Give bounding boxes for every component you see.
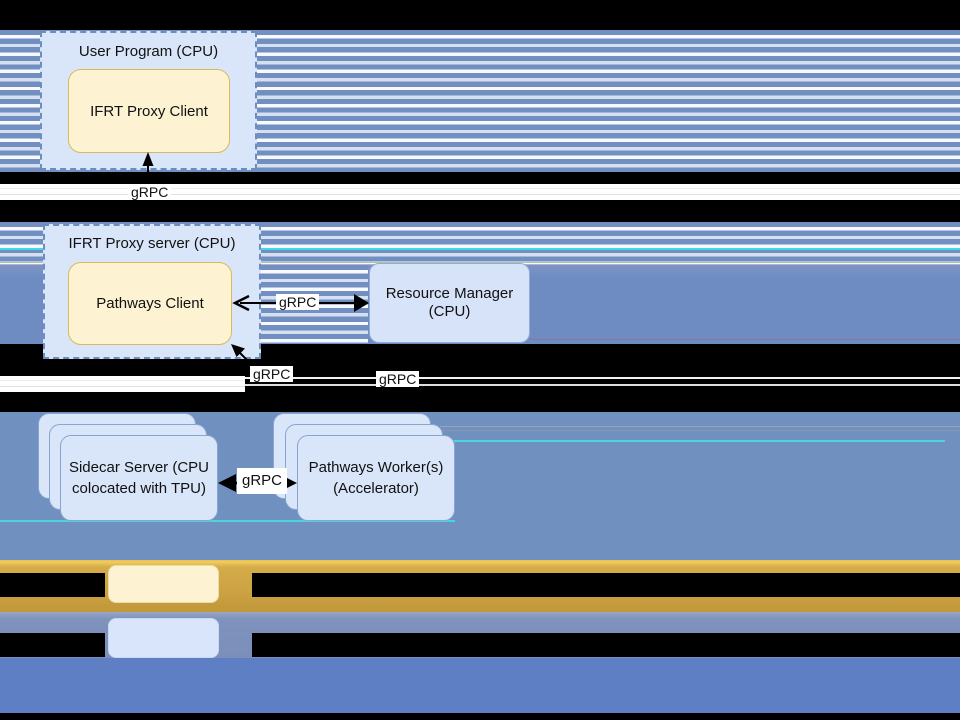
ifrt-proxy-client-node: IFRT Proxy Client (68, 69, 230, 153)
pathways-workers-node: Pathways Worker(s) (Accelerator) (297, 435, 455, 521)
sidecar-server-label-line1: Sidecar Server (CPU (68, 459, 210, 476)
grpc-label-rm-down: gRPC (376, 371, 420, 387)
resource-manager-label-line1: Resource Manager (385, 285, 514, 302)
letterbox-top (0, 0, 960, 30)
sidecar-server-label-line2: colocated with TPU) (72, 480, 206, 497)
grpc-label-client-rm: gRPC (276, 294, 320, 310)
resource-manager-node: Resource Manager (CPU) (369, 263, 530, 343)
white-band-2 (0, 376, 245, 392)
pathways-client-label: Pathways Client (96, 295, 204, 312)
legend-swatch-blue (108, 618, 219, 658)
pathways-client-node: Pathways Client (68, 262, 232, 345)
black-band-b (0, 200, 960, 222)
black-band-a (0, 172, 960, 184)
ifrt-proxy-server-title: IFRT Proxy server (CPU) (68, 235, 236, 252)
user-program-title: User Program (CPU) (78, 43, 219, 60)
blue-band-bottom (0, 658, 960, 713)
ifrt-proxy-client-label: IFRT Proxy Client (90, 102, 208, 120)
grpc-label-sidecar-workers: gRPC (237, 468, 288, 494)
pathways-workers-label-line2: (Accelerator) (333, 480, 419, 497)
grpc-label-client-down: gRPC (250, 366, 294, 382)
legend-row2-redacted-left (0, 633, 105, 657)
legend-swatch-yellow (108, 565, 219, 603)
resource-manager-label-line2: (CPU) (428, 303, 471, 320)
grpc-label-up: gRPC (128, 184, 172, 200)
pathways-workers-label-line1: Pathways Worker(s) (308, 459, 444, 476)
white-band-1 (0, 184, 960, 200)
legend-row1-redacted-text (252, 573, 960, 597)
sidecar-server-node: Sidecar Server (CPU colocated with TPU) (60, 435, 218, 521)
legend-row1-redacted-left (0, 573, 105, 597)
legend-row2-redacted-text (252, 633, 960, 657)
letterbox-bottom (0, 713, 960, 720)
